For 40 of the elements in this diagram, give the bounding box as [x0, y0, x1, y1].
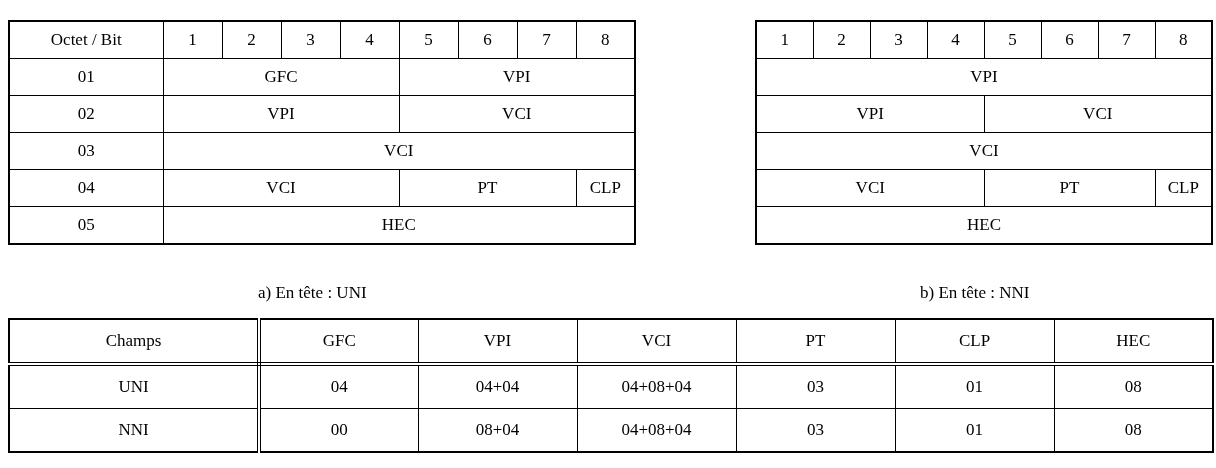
header-cell: PT	[736, 319, 895, 364]
octet-number: 01	[9, 58, 163, 96]
header-cell: CLP	[895, 319, 1054, 364]
field-name: PT	[984, 169, 1155, 207]
bit-number: 3	[281, 21, 340, 59]
octet-number: 04	[9, 169, 163, 207]
value-cell: 01	[895, 364, 1054, 409]
bit-number: 7	[1098, 21, 1155, 59]
header-cell: Champs	[9, 319, 259, 364]
bit-number: 1	[756, 21, 813, 59]
header-cell: VPI	[418, 319, 577, 364]
bit-number: 1	[163, 21, 222, 59]
row-header: UNI	[9, 364, 259, 409]
value-cell: 03	[736, 364, 895, 409]
field-name: VCI	[756, 169, 984, 207]
value-cell: 04	[259, 364, 418, 409]
bit-number: 4	[340, 21, 399, 59]
field-name: VPI	[163, 95, 399, 133]
bit-number: 2	[222, 21, 281, 59]
bit-number: 7	[517, 21, 576, 59]
octet-number: 02	[9, 95, 163, 133]
field-name: PT	[399, 169, 576, 207]
field-name: VCI	[163, 169, 399, 207]
bit-number: 6	[1041, 21, 1098, 59]
field-name: VPI	[756, 95, 984, 133]
value-cell: 04+04	[418, 364, 577, 409]
header-cell: VCI	[577, 319, 736, 364]
octet-number: 03	[9, 132, 163, 170]
table-caption: a) En tête : UNI	[258, 283, 367, 303]
field-name: GFC	[163, 58, 399, 96]
bit-number: 3	[870, 21, 927, 59]
value-cell: 04+08+04	[577, 364, 736, 409]
bit-number: 2	[813, 21, 870, 59]
bit-number: 5	[399, 21, 458, 59]
bit-number: 6	[458, 21, 517, 59]
table-caption: b) En tête : NNI	[920, 283, 1030, 303]
header-cell: GFC	[259, 319, 418, 364]
bit-number: 4	[927, 21, 984, 59]
header-cell: Octet / Bit	[9, 21, 163, 59]
bit-number: 5	[984, 21, 1041, 59]
